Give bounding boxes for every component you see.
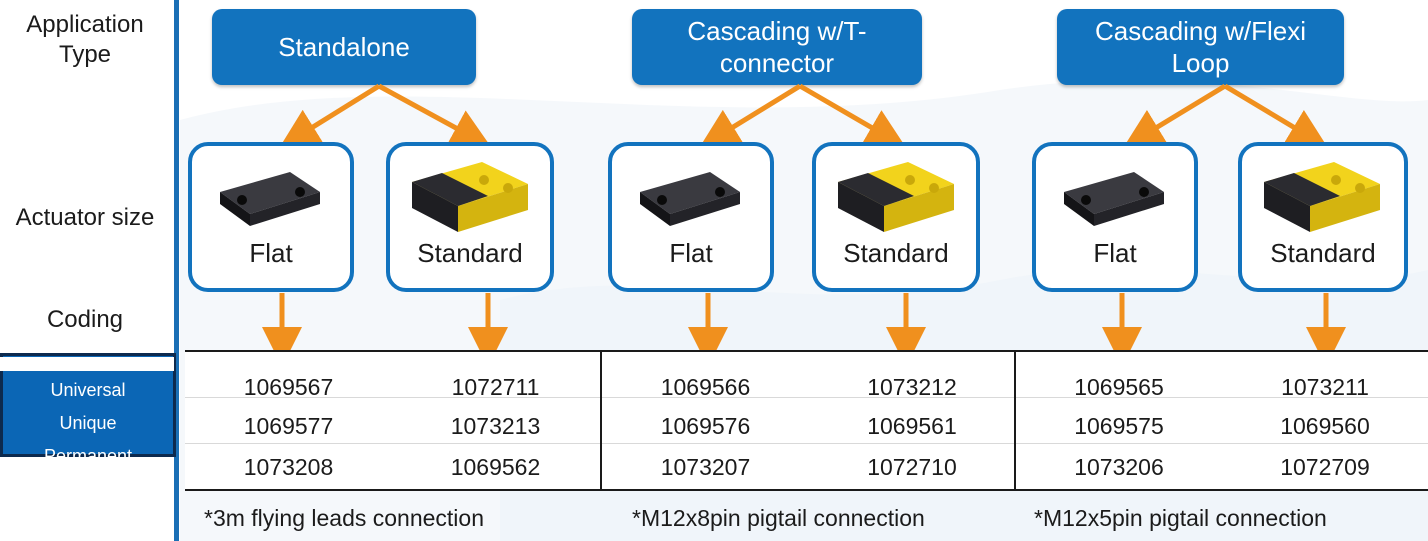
table-cell: 1073208 xyxy=(243,454,334,480)
flat-actuator-icon xyxy=(220,172,320,226)
header-cascading-flexi-loop: Cascading w/Flexi Loop xyxy=(1057,9,1344,85)
actuator-label: Flat xyxy=(669,238,713,268)
table-cell: 1072709 xyxy=(1280,454,1370,480)
table-group-divider xyxy=(600,352,602,489)
standard-actuator-icon xyxy=(838,162,954,232)
header-standalone: Standalone xyxy=(212,9,476,85)
note-flying-leads: *3m flying leads connection xyxy=(204,505,484,531)
table-cell: 1069565 xyxy=(1074,374,1164,400)
part-number-table: 1069567 1072711 1069566 1073212 1069565 … xyxy=(185,350,1428,491)
label-coding: Coding xyxy=(46,306,124,333)
note-m12x5pin: *M12x5pin pigtail connection xyxy=(1034,505,1327,531)
card-standard-flexi: Standard xyxy=(1238,142,1408,292)
row-label-permanent: Permanent xyxy=(43,446,133,466)
table-divider xyxy=(185,397,1428,398)
vertical-divider xyxy=(174,0,179,541)
arrow-standalone-standard xyxy=(377,83,492,148)
label-actuator-size: Actuator size xyxy=(15,204,155,231)
table-cell: 1072711 xyxy=(451,374,540,400)
standard-actuator-icon xyxy=(1264,162,1380,232)
actuator-label: Standard xyxy=(1270,238,1376,268)
actuator-label: Standard xyxy=(417,238,523,268)
table-cell: 1069575 xyxy=(1074,413,1164,439)
table-cell: 1069566 xyxy=(660,374,751,400)
arrow-flexi-flat xyxy=(1123,83,1227,148)
standard-actuator-icon xyxy=(412,162,528,232)
card-standard-tconn: Standard xyxy=(812,142,980,292)
actuator-label: Flat xyxy=(1093,238,1137,268)
card-flat-tconn: Flat xyxy=(608,142,774,292)
header-cascading-t-connector: Cascading w/T-connector xyxy=(632,9,922,85)
table-cell: 1069567 xyxy=(243,374,334,400)
table-cell: 1073206 xyxy=(1074,454,1164,480)
actuator-label: Flat xyxy=(249,238,293,268)
table-cell: 1073211 xyxy=(1281,374,1369,400)
table-cell: 1069560 xyxy=(1280,413,1370,439)
arrow-standalone-flat xyxy=(279,83,381,148)
table-cell: 1069577 xyxy=(243,413,334,439)
flat-actuator-icon xyxy=(1064,172,1164,226)
table-cell: 1073207 xyxy=(660,454,751,480)
table-divider xyxy=(185,443,1428,444)
card-flat-standalone: Flat xyxy=(188,142,354,292)
table-cell: 1072710 xyxy=(867,454,957,480)
actuator-label: Standard xyxy=(843,238,949,268)
flat-actuator-icon xyxy=(640,172,740,226)
card-flat-flexi: Flat xyxy=(1032,142,1198,292)
table-group-divider xyxy=(1014,352,1016,489)
arrow-tconn-flat xyxy=(699,83,802,148)
arrow-tconn-standard xyxy=(798,83,906,148)
label-application-type: Application Type xyxy=(26,11,144,68)
table-cell: 1069561 xyxy=(867,413,957,439)
row-label-top-spacer xyxy=(0,357,174,371)
card-standard-standalone: Standard xyxy=(386,142,554,292)
row-label-universal: Universal xyxy=(50,380,126,400)
arrow-flexi-standard xyxy=(1223,83,1328,148)
table-cell: 1073212 xyxy=(867,374,957,400)
table-cell: 1069576 xyxy=(660,413,751,439)
table-cell: 1073213 xyxy=(450,413,541,439)
row-label-unique: Unique xyxy=(59,413,117,433)
note-m12x8pin: *M12x8pin pigtail connection xyxy=(632,505,925,531)
table-cell: 1069562 xyxy=(450,454,541,480)
